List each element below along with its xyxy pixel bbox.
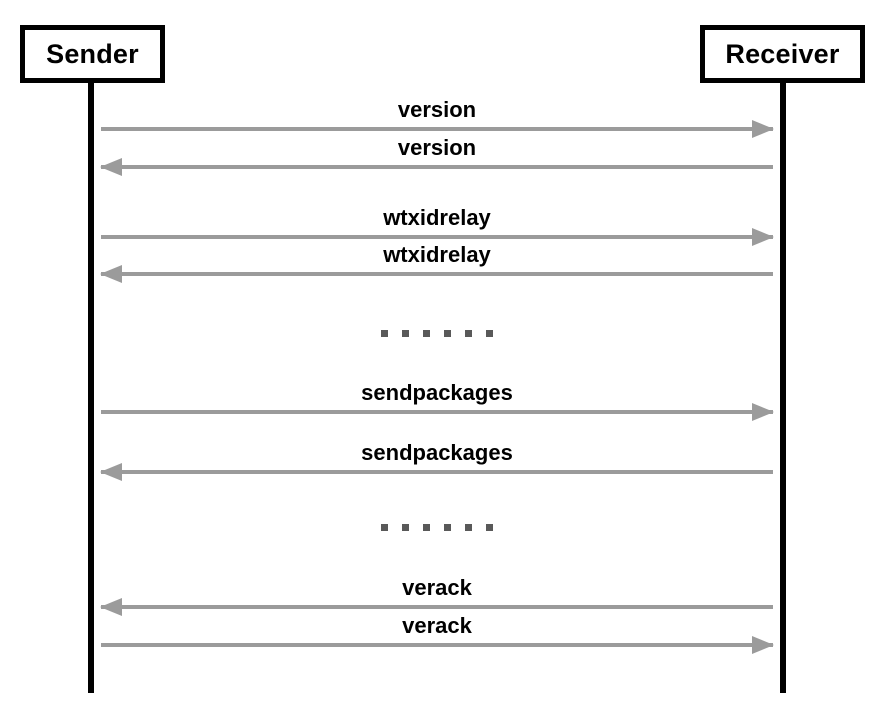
message-label: version [397,135,477,160]
message-line [101,235,773,239]
participant-sender[interactable]: Sender [20,25,165,83]
ellipsis-dot [465,524,472,531]
ellipsis-dot [486,524,493,531]
message-label: sendpackages [361,380,513,405]
message-label: verack [402,613,472,638]
message-label: wtxidrelay [383,242,491,267]
ellipsis-dot [381,330,388,337]
message-line [101,605,773,609]
ellipsis-dot [465,330,472,337]
arrowhead-left-icon [100,598,122,616]
ellipsis-dot [444,330,451,337]
message-line [101,643,773,647]
participant-receiver[interactable]: Receiver [700,25,865,83]
arrowhead-right-icon [752,403,774,421]
ellipsis-1 [381,330,493,337]
ellipsis-dot [423,330,430,337]
message-label: verack [402,575,472,600]
participant-label-sender: Sender [46,38,139,69]
arrowhead-right-icon [752,636,774,654]
message-line [101,272,773,276]
ellipsis-dot [381,524,388,531]
arrowhead-left-icon [100,463,122,481]
ellipsis-dot [486,330,493,337]
arrowhead-right-icon [752,228,774,246]
message-label: sendpackages [361,440,513,465]
ellipsis-dot [402,330,409,337]
arrowhead-right-icon [752,120,774,138]
participant-label-receiver: Receiver [725,38,840,69]
message-line [101,127,773,131]
ellipsis-dot [423,524,430,531]
lifeline-sender [88,81,94,693]
arrowhead-left-icon [100,158,122,176]
ellipsis-2 [381,524,493,531]
message-label: wtxidrelay [383,205,491,230]
lifeline-receiver [780,81,786,693]
message-label: version [397,97,477,122]
message-line [101,410,773,414]
ellipsis-dot [402,524,409,531]
arrowhead-left-icon [100,265,122,283]
message-line [101,470,773,474]
message-line [101,165,773,169]
ellipsis-dot [444,524,451,531]
